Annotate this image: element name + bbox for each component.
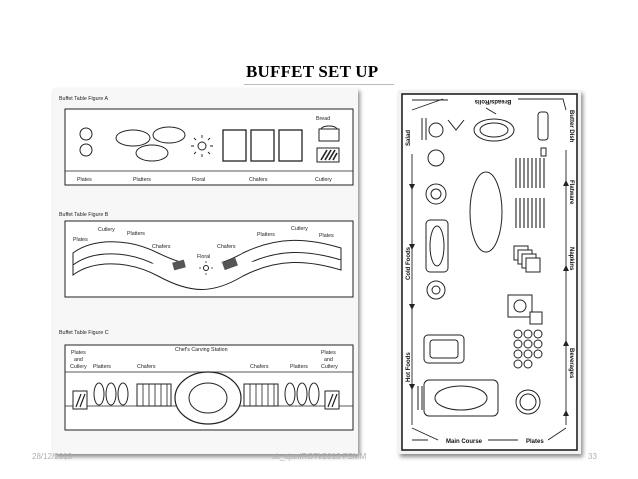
- slide-title: BUFFET SET UP: [246, 62, 379, 81]
- buffet-table-figures: Buffet Table Figure A Bread Plates Platt…: [53, 88, 358, 454]
- figure-a-cutlery-icon: [316, 147, 340, 163]
- napkins-stack: [513, 245, 541, 273]
- buffet-layout-map: Breads/Rolls Butter Dish Salad Flatware …: [398, 90, 581, 454]
- figure-b-caption: Buffet Table Figure B: [59, 212, 109, 218]
- map-label-breads: Breads/Rolls: [474, 98, 511, 104]
- figure-b-label-chafers-right: Chafers: [217, 244, 236, 250]
- figure-c-carving-station: [174, 371, 242, 425]
- map-label-napkins: Napkins: [568, 247, 574, 271]
- beverages-station: [507, 294, 543, 369]
- figure-a-bread: [318, 125, 340, 142]
- figure-a-floral-icon: [191, 135, 213, 157]
- figure-c-left-items: [72, 382, 172, 410]
- figure-a-label-platters: Platters: [133, 177, 151, 183]
- figure-a-label-chafers: Chafers: [249, 177, 268, 183]
- figure-c-label-station: Chef's Carving Station: [175, 347, 228, 353]
- map-label-butter: Butter Dish: [568, 110, 574, 143]
- figure-b-label-chafers-left: Chafers: [152, 244, 171, 250]
- flatware-icon: [515, 158, 545, 228]
- plates-stack: [515, 389, 541, 415]
- figure-a-label-cutlery: Cutlery: [315, 177, 332, 183]
- footer-author: sk_ajaniROTI/2013 FSMM: [272, 452, 367, 461]
- figure-b-serpentine-table: [72, 239, 342, 290]
- breads-platter: [473, 107, 515, 142]
- figure-c-label-plates-right-2: and: [324, 357, 333, 363]
- figure-a-plates: [79, 127, 93, 157]
- figure-a-caption: Buffet Table Figure A: [59, 96, 108, 102]
- figure-c-label-chafers-left: Chafers: [137, 364, 156, 370]
- figure-c-label-plates-right-3: Cutlery: [321, 364, 338, 370]
- figure-c-label-chafers-right: Chafers: [250, 364, 269, 370]
- figure-b-label-platters-right: Platters: [257, 232, 275, 238]
- map-label-main-course: Main Course: [446, 439, 483, 445]
- map-label-salad: Salad: [406, 130, 412, 146]
- flow-arrows: [411, 98, 567, 441]
- figure-b-label-plates: Plates: [73, 237, 88, 243]
- hot-foods-station: [417, 334, 499, 417]
- figure-c-right-items: [243, 382, 340, 410]
- figure-a-label-plates: Plates: [77, 177, 92, 183]
- figure-c-label-plates-left-2: and: [74, 357, 83, 363]
- map-label-hot-foods: Hot Foods: [406, 352, 412, 382]
- figure-a-label-floral: Floral: [192, 177, 205, 183]
- figure-c-caption: Buffet Table Figure C: [59, 330, 109, 336]
- figure-a-chafers: [222, 129, 303, 162]
- figure-b-label-platters-left: Platters: [127, 231, 145, 237]
- footer-date: 28/12/2013: [32, 452, 73, 461]
- figure-c-label-plates-left-1: Plates: [71, 350, 86, 356]
- map-label-cold-foods: Cold Foods: [406, 246, 412, 280]
- page-number: 33: [588, 452, 597, 461]
- figure-a-platters: [115, 126, 186, 162]
- map-label-plates: Plates: [526, 439, 544, 445]
- cold-foods-station: [425, 171, 503, 300]
- figure-c-label-plates-right-1: Plates: [321, 350, 336, 356]
- butter-dish: [537, 111, 549, 157]
- salad-station: [421, 118, 465, 167]
- map-label-flatware: Flatware: [568, 180, 574, 205]
- figure-c-label-platters-left: Platters: [93, 364, 111, 370]
- figure-b-label-plates-right: Plates: [319, 233, 334, 239]
- figure-b-label-cutlery-left: Cutlery: [98, 227, 115, 233]
- figure-b-label-floral: Floral: [197, 254, 210, 260]
- map-label-beverages: Beverages: [568, 348, 574, 379]
- figure-b-label-cutlery-right: Cutlery: [291, 226, 308, 232]
- figure-c-label-platters-right: Platters: [290, 364, 308, 370]
- title-underline: [244, 84, 394, 85]
- figure-a-label-bread: Bread: [316, 116, 330, 122]
- figure-a-table: [64, 108, 354, 186]
- figure-c-label-plates-left-3: Cutlery: [70, 364, 87, 370]
